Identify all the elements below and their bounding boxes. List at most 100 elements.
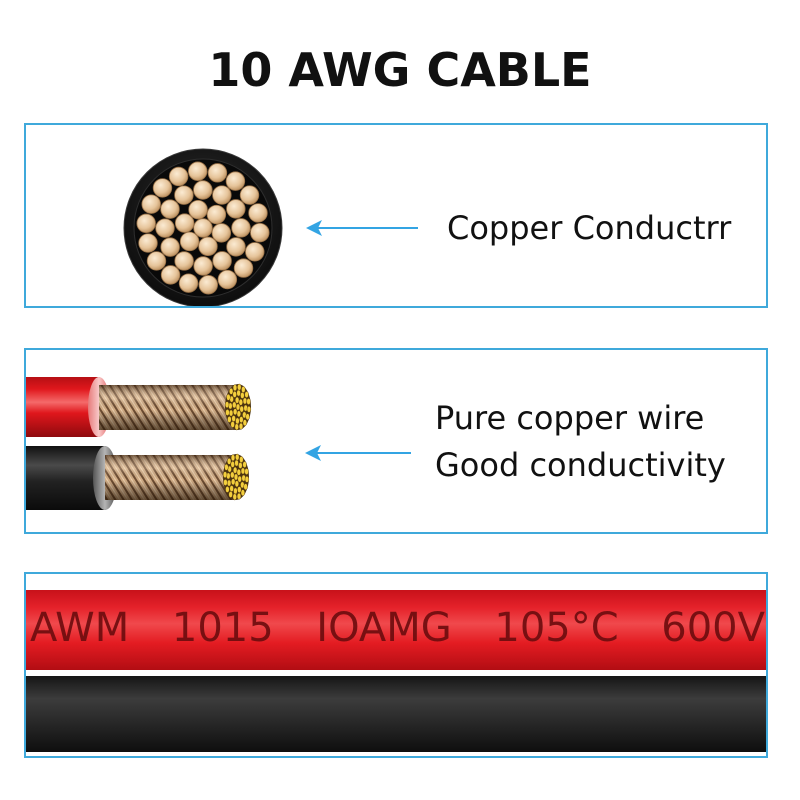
- conductor-panel: Copper Conductrr: [24, 123, 768, 308]
- tinned-strand-end: [232, 391, 237, 398]
- arrow-left-icon: [305, 445, 411, 461]
- tinned-strand-end: [231, 415, 236, 422]
- tinned-strand-end: [245, 413, 250, 421]
- tinned-strand-end: [236, 492, 242, 500]
- wire-label-line1: Pure copper wire: [435, 399, 705, 437]
- copper-strand: [152, 178, 173, 198]
- tinned-strand-end: [236, 410, 242, 418]
- marking-gauge: IOAMG: [316, 605, 452, 651]
- tinned-strand-end: [239, 405, 244, 413]
- copper-strand: [245, 242, 265, 262]
- copper-strand: [174, 251, 194, 271]
- copper-strand-bundle: [136, 161, 270, 295]
- tinned-strand-end: [240, 489, 245, 497]
- cable-side-view: [26, 377, 252, 510]
- conductor-label: Copper Conductrr: [447, 209, 732, 247]
- arrow-head: [306, 220, 322, 236]
- page-title: 10 AWG CABLE: [208, 43, 592, 97]
- tinned-strand-end: [226, 393, 231, 401]
- black-cable: [26, 446, 250, 510]
- tinned-strand-end: [239, 456, 244, 463]
- tinned-strand-end: [235, 417, 240, 425]
- tinned-strand-end: [235, 453, 240, 461]
- tinned-strand-end: [223, 479, 228, 486]
- marking-voltage: 600V: [661, 605, 765, 651]
- tinned-strand-end: [230, 471, 235, 479]
- tinned-strand-end: [230, 461, 235, 468]
- black-cable-copper-shading: [105, 455, 236, 500]
- copper-strand: [160, 237, 180, 257]
- copper-strand: [138, 233, 158, 253]
- black-cable-tinned-ends: [222, 453, 250, 501]
- copper-strand: [207, 163, 228, 183]
- copper-strand: [193, 218, 213, 238]
- copper-strand: [168, 166, 189, 187]
- tinned-strand-end: [233, 466, 238, 474]
- wire-label-line2: Good conductivity: [435, 446, 726, 484]
- tinned-strand-end: [227, 416, 232, 423]
- tinned-strand-end: [237, 475, 242, 483]
- tinned-strand-end: [234, 423, 239, 431]
- cable-marking-text: AWM 1015 IOAMG 105°C 600V: [30, 604, 765, 652]
- tinned-strand-end: [224, 463, 229, 471]
- copper-strand: [233, 258, 254, 278]
- copper-strand: [248, 203, 268, 223]
- tinned-strand-end: [228, 491, 233, 498]
- black-insulation: [26, 446, 106, 510]
- cable-cross-section: [123, 148, 283, 306]
- tinned-strand-end: [237, 383, 242, 391]
- tinned-strand-end: [234, 459, 239, 467]
- tinned-strand-end: [244, 475, 250, 483]
- tinned-strand-end: [240, 467, 246, 475]
- marking-temperature: 105°C: [494, 605, 619, 651]
- arrow-left-icon: [306, 220, 418, 236]
- tinned-strand-end: [226, 479, 232, 487]
- red-cable-tinned-ends: [224, 383, 252, 431]
- tinned-strand-end: [233, 487, 238, 495]
- red-cable: [26, 377, 252, 437]
- tinned-strand-end: [240, 392, 245, 399]
- red-insulation: [26, 377, 100, 437]
- copper-strand: [226, 199, 246, 219]
- tinned-strand-end: [236, 468, 241, 476]
- copper-strand: [178, 273, 199, 293]
- tinned-strand-end: [239, 416, 244, 423]
- copper-strand: [193, 256, 213, 276]
- tinned-strand-end: [246, 405, 252, 413]
- red-cable-band: AWM 1015 IOAMG 105°C 600V: [26, 590, 766, 670]
- copper-strand: [155, 218, 175, 238]
- copper-strand: [136, 213, 156, 234]
- tinned-strand-end: [246, 398, 251, 405]
- copper-strand: [211, 223, 232, 243]
- tinned-strand-end: [236, 389, 241, 397]
- tinned-strand-end: [241, 386, 246, 393]
- tinned-strand-end: [232, 401, 237, 409]
- marking-awm: AWM: [30, 605, 130, 651]
- marking-style-number: 1015: [171, 605, 274, 651]
- tinned-strand-end: [243, 483, 248, 491]
- tinned-strand-end: [244, 391, 249, 398]
- copper-strand: [198, 236, 218, 257]
- copper-strand: [206, 204, 227, 225]
- tinned-strand-end: [229, 485, 234, 492]
- red-cable-copper-shading: [99, 385, 238, 430]
- copper-strand: [174, 213, 195, 233]
- tinned-strand-end: [225, 409, 230, 416]
- copper-strand: [188, 199, 208, 220]
- tinned-strand-end: [237, 486, 242, 493]
- copper-strand: [198, 275, 218, 295]
- black-cable-band: [26, 676, 766, 752]
- copper-strand: [226, 237, 246, 257]
- tinned-strand-end: [244, 468, 249, 475]
- copper-strand: [146, 251, 167, 271]
- copper-strand: [250, 222, 270, 243]
- copper-strand: [141, 194, 161, 214]
- arrow-head: [305, 445, 321, 461]
- tinned-strand-end: [242, 461, 247, 468]
- tinned-strand-end: [230, 454, 236, 462]
- copper-strand: [212, 185, 232, 205]
- tinned-strand-end: [227, 457, 232, 465]
- copper-strand: [160, 265, 181, 285]
- copper-strand: [160, 199, 180, 219]
